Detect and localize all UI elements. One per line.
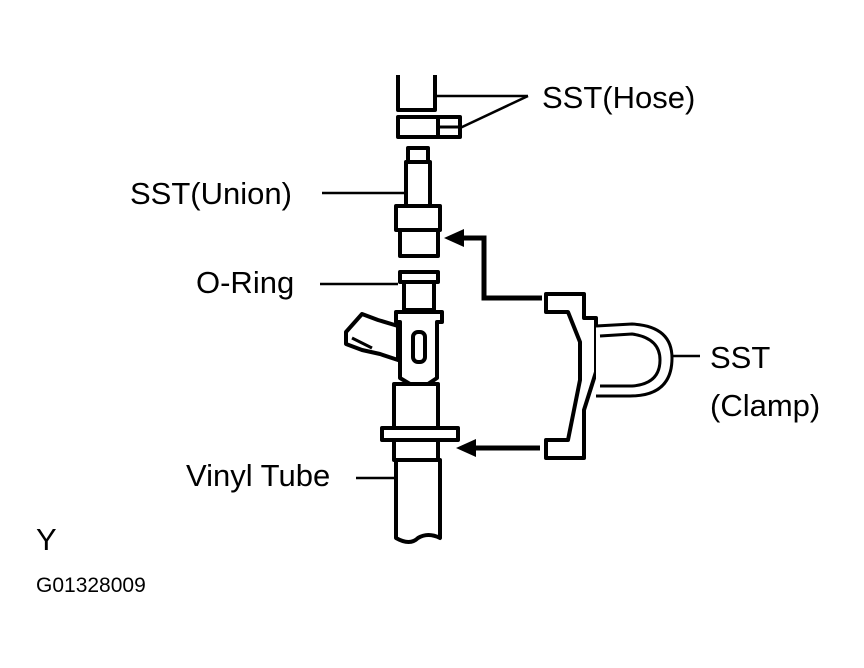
injector-top [398,270,440,312]
arrow-upper [444,229,542,301]
figure-code: G01328009 [36,574,146,597]
sst-hose [396,75,462,139]
injector-body [344,310,460,462]
label-sst-union: SST(Union) [130,176,292,211]
label-vinyl-tube: Vinyl Tube [186,458,330,493]
arrow-lower [456,439,540,457]
sst-clamp [544,292,674,460]
label-o-ring: O-Ring [196,265,294,300]
leader-lines [320,94,700,480]
sst-union [394,146,442,258]
label-sst-clamp-line2: (Clamp) [710,388,820,423]
vinyl-tube [394,458,442,544]
label-sst-hose: SST(Hose) [542,80,695,115]
label-sst-clamp-line1: SST [710,340,770,375]
corner-letter: Y [36,522,57,557]
